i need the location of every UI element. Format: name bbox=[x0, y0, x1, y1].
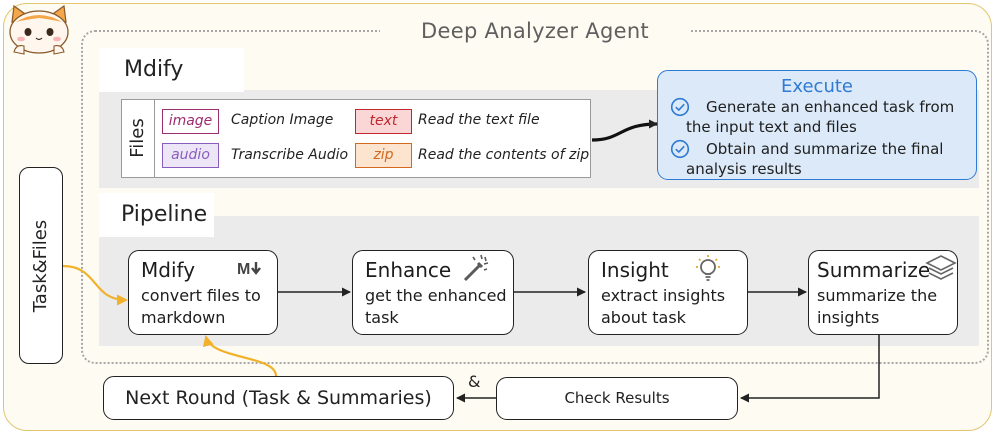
next-round-label: Next Round (Task & Summaries) bbox=[125, 387, 432, 409]
pipeline-node-title: Mdify bbox=[141, 258, 196, 282]
pipeline-node-desc-line2: task bbox=[365, 308, 399, 327]
pipeline-node-title: Insight bbox=[601, 258, 669, 282]
execute-title: Execute bbox=[781, 76, 853, 97]
summarize-to-check-arrow bbox=[740, 334, 880, 403]
execute-item-1-line2: the input text and files bbox=[686, 118, 857, 136]
pipeline-node-enhance: Enhance get the enhanced task bbox=[352, 250, 514, 335]
markdown-icon: M bbox=[237, 259, 265, 281]
pipeline-section-label: Pipeline bbox=[99, 193, 214, 237]
next-round-box bbox=[103, 376, 454, 420]
pipeline-node-title: Enhance bbox=[365, 258, 452, 282]
lightbulb-icon bbox=[691, 253, 725, 289]
diagram-title: Deep Analyzer Agent bbox=[421, 19, 649, 43]
execute-item-1-line1: Generate an enhanced task from bbox=[706, 98, 955, 116]
pipeline-node-desc-line2: insights bbox=[817, 308, 880, 327]
check-results-box bbox=[496, 377, 738, 420]
pipeline-node-desc-line1: get the enhanced bbox=[365, 286, 507, 305]
execute-box bbox=[657, 70, 977, 180]
task-files-input bbox=[19, 167, 63, 364]
and-symbol: & bbox=[468, 372, 481, 391]
file-tag-zip: zip bbox=[355, 143, 412, 168]
pipeline-node-desc-line1: convert files to bbox=[141, 286, 261, 305]
file-tag-text: text bbox=[355, 109, 412, 134]
pipeline-node-mdify: Mdify convert files to markdown M bbox=[128, 250, 278, 335]
file-tag-audio: audio bbox=[162, 143, 219, 168]
magic-wand-icon bbox=[461, 253, 491, 287]
input-to-mdify-arrow bbox=[62, 264, 128, 306]
pipeline-node-desc-line1: summarize the bbox=[817, 286, 938, 305]
pipeline-node-desc-line1: extract insights bbox=[601, 286, 726, 305]
title-container: Deep Analyzer Agent bbox=[380, 16, 690, 46]
layers-icon bbox=[925, 253, 957, 287]
check-circle-icon bbox=[670, 97, 690, 117]
files-to-execute-arrow bbox=[591, 119, 658, 142]
pipeline-node-title: Summarize bbox=[817, 258, 931, 282]
check-circle-icon bbox=[670, 139, 690, 159]
pipeline-node-desc-line2: markdown bbox=[141, 308, 226, 327]
file-tag-image: image bbox=[162, 109, 219, 134]
pipeline-node-insight: Insight extract insights about task bbox=[588, 250, 748, 335]
file-desc-text: Read the text file bbox=[418, 112, 540, 128]
next-round-loop-arrow bbox=[202, 335, 278, 377]
svg-text:M: M bbox=[237, 261, 250, 277]
pipeline-node-summarize: Summarize summarize the insights bbox=[808, 250, 958, 335]
files-divider bbox=[154, 99, 156, 178]
file-desc-zip: Read the contents of zip bbox=[418, 147, 590, 163]
cat-logo-icon bbox=[9, 4, 69, 55]
pipeline-node-desc-line2: about task bbox=[601, 308, 686, 327]
execute-item-2-line2: analysis results bbox=[686, 160, 802, 178]
file-desc-image: Caption Image bbox=[231, 112, 334, 128]
check-results-label: Check Results bbox=[564, 389, 670, 407]
file-desc-audio: Transcribe Audio bbox=[231, 147, 349, 163]
execute-item-2-line1: Obtain and summarize the final bbox=[706, 140, 944, 158]
mdify-section-label: Mdify bbox=[99, 48, 244, 92]
